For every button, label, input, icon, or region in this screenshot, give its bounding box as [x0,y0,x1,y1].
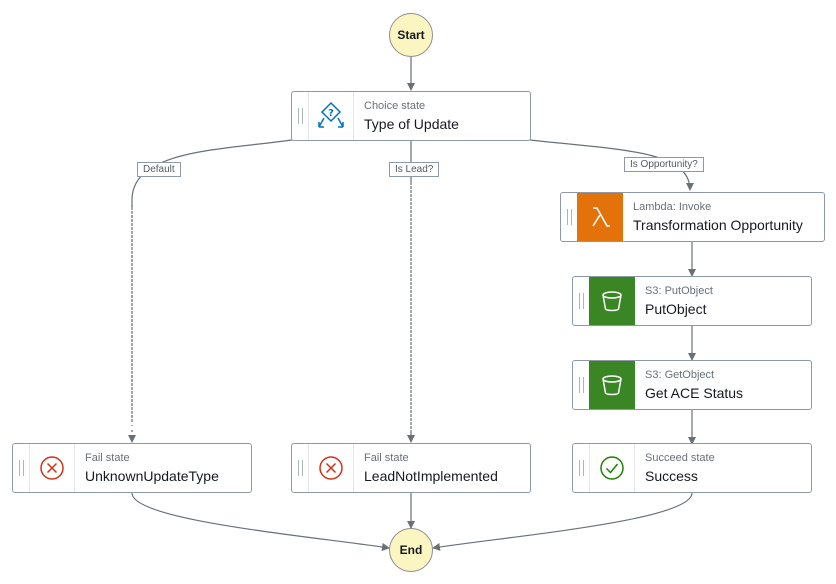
branch-label-is-lead: Is Lead? [389,162,440,177]
state-title: Success [645,468,698,484]
task-state-get-ace-status[interactable]: S3: GetObject Get ACE Status [572,360,812,410]
drag-handle[interactable] [573,444,589,492]
state-kind: Choice state [364,100,426,112]
state-kind: S3: PutObject [645,285,713,297]
drag-handle[interactable] [292,92,308,140]
state-kind: S3: GetObject [645,369,715,381]
edge-success-end [432,492,693,551]
drag-handle[interactable] [292,444,308,492]
state-title: Get ACE Status [645,385,744,401]
drag-handle[interactable] [13,444,29,492]
task-state-putobject[interactable]: S3: PutObject PutObject [572,276,812,326]
state-kind: Succeed state [645,452,715,464]
lambda-icon [577,193,623,241]
choice-state-type-of-update[interactable]: ? Choice state Type of Update [291,91,531,141]
drag-handle[interactable] [573,277,589,325]
state-title: PutObject [645,301,707,317]
state-title: Transformation Opportunity [633,217,803,233]
succeed-state-success[interactable]: Succeed state Success [572,443,812,493]
choice-state-icon: ? [308,92,354,140]
svg-text:?: ? [328,108,334,119]
fail-x-icon [308,444,354,492]
drag-handle[interactable] [573,361,589,409]
state-kind: Fail state [364,452,409,464]
state-kind: Fail state [85,452,130,464]
fail-x-icon [29,444,75,492]
fail-state-leadnotimplemented[interactable]: Fail state LeadNotImplemented [291,443,531,493]
end-state[interactable]: End [389,528,433,572]
succeed-check-icon [589,444,635,492]
state-kind: Lambda: Invoke [633,201,712,213]
start-label: Start [397,28,425,42]
start-state[interactable]: Start [389,13,433,57]
s3-bucket-icon [589,361,635,409]
edge-unknown-end [131,492,390,551]
end-label: End [399,543,423,557]
branch-label-default: Default [137,162,181,177]
fail-state-unknownupdatetype[interactable]: Fail state UnknownUpdateType [12,443,252,493]
s3-bucket-icon [589,277,635,325]
edge-choice-opportunity [529,139,694,191]
task-state-transformation-opportunity[interactable]: Lambda: Invoke Transformation Opportunit… [560,192,825,242]
state-title: LeadNotImplemented [364,468,498,484]
state-title: UnknownUpdateType [85,468,219,484]
drag-handle[interactable] [561,193,577,241]
edge-choice-default [131,139,293,420]
branch-label-is-opportunity: Is Opportunity? [624,157,704,172]
state-title: Type of Update [364,116,459,132]
